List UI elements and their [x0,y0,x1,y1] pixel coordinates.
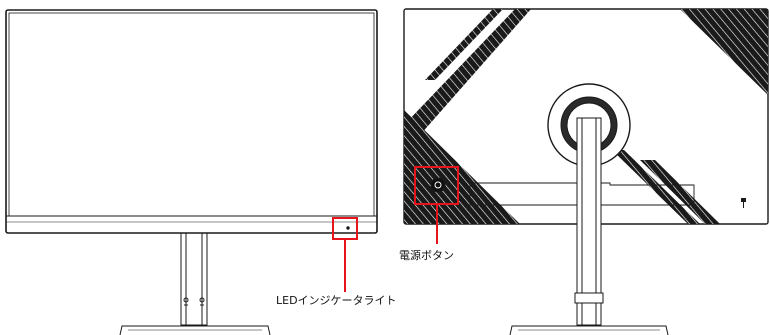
lock-icon [741,198,746,208]
led-indicator-dot [346,226,350,230]
back-view [403,8,769,335]
back-stand [509,117,669,335]
power-button [430,177,446,193]
front-screen [5,9,378,234]
led-highlight [332,217,358,240]
front-view [5,9,378,335]
front-stand [119,232,271,335]
led-indicator-label: LEDインジケータライト [276,294,397,307]
power-button-label: 電源ボタン [399,249,454,262]
highlight-callouts [332,166,459,292]
